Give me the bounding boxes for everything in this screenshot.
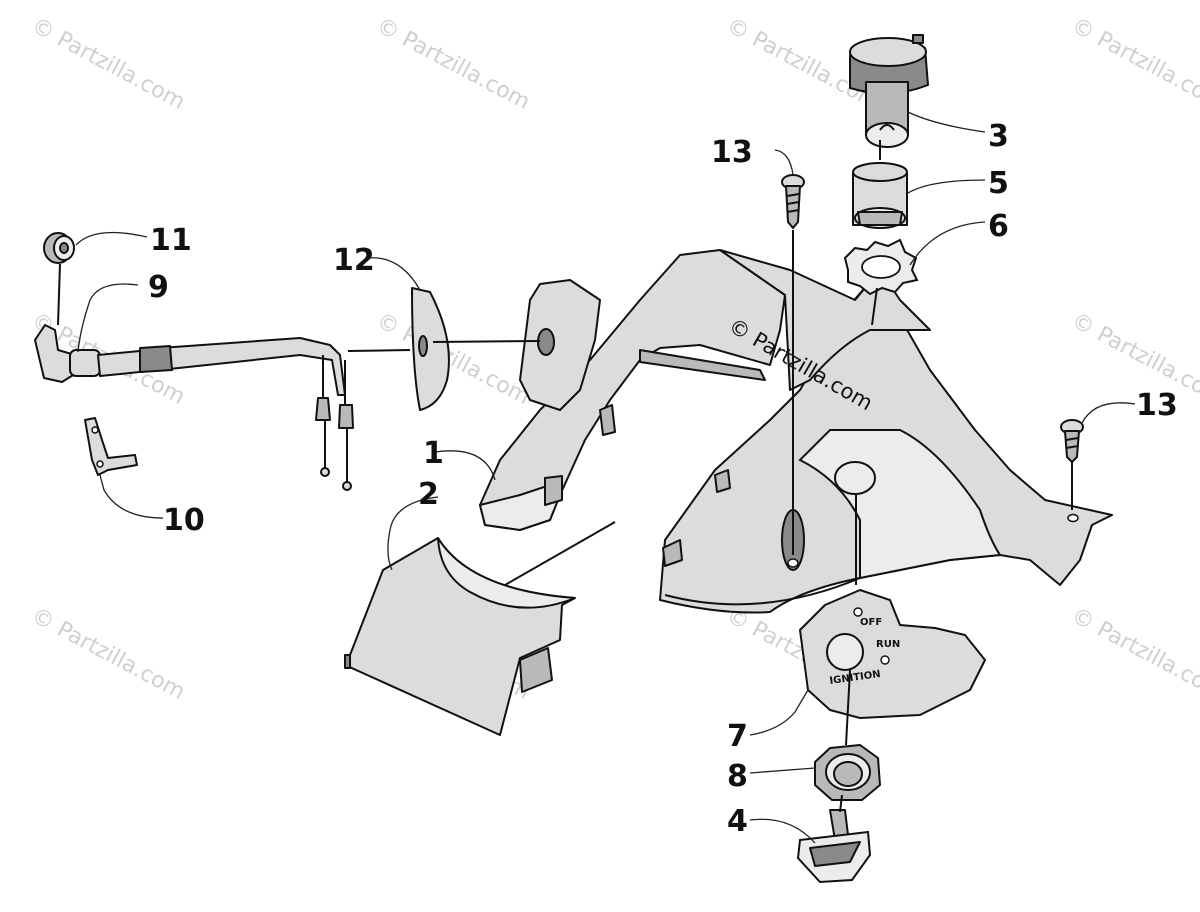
watermark: © Partzilla.com [1067,13,1200,115]
part-4-key[interactable] [796,809,872,884]
leader-lines [75,111,1136,844]
part-3-ignition-switch[interactable] [849,34,929,148]
callout-3: 3 [988,119,1009,154]
watermark: © Partzilla.com [372,308,534,410]
callout-9: 9 [148,270,169,305]
off-label: OFF [860,617,882,628]
watermark: © Partzilla.com [372,13,534,115]
callout-7: 7 [727,719,748,754]
callout-1: 1 [423,436,444,471]
watermark: © Partzilla.com [1067,603,1200,705]
run-label: RUN [876,639,900,650]
callout-labels: 1 2 3 4 5 6 7 8 9 10 11 12 13 13 [148,119,1178,839]
part-12-plate[interactable] [411,287,450,411]
callout-10: 10 [163,503,205,538]
assembly-guides [57,140,1073,813]
callout-4: 4 [727,804,748,839]
callout-13-top: 13 [711,135,753,170]
part-5-bushing[interactable] [852,162,908,229]
watermark: © Partzilla.com [1067,308,1200,410]
callout-12: 12 [333,243,375,278]
callout-6: 6 [988,209,1009,244]
part-9-cable[interactable] [34,324,354,491]
part-7-ignition-plate[interactable]: OFF RUN IGNITION [799,589,986,719]
part-6-star-washer[interactable] [843,238,919,296]
callout-5: 5 [988,166,1009,201]
watermark: © Partzilla.com [27,603,189,705]
part-13-screw-right[interactable] [1060,419,1084,463]
callout-2: 2 [418,477,439,512]
part-1-dash-housing[interactable] [478,249,1113,614]
part-8-nut[interactable] [814,744,881,801]
callout-11: 11 [150,223,192,258]
part-2-lower-cover[interactable] [344,537,576,736]
callout-8: 8 [727,759,748,794]
watermark: © Partzilla.com [27,13,189,115]
part-13-screw-left[interactable] [781,174,805,229]
part-10-lever[interactable] [84,417,138,476]
part-11-cap[interactable] [43,232,75,264]
callout-13-right: 13 [1136,388,1178,423]
